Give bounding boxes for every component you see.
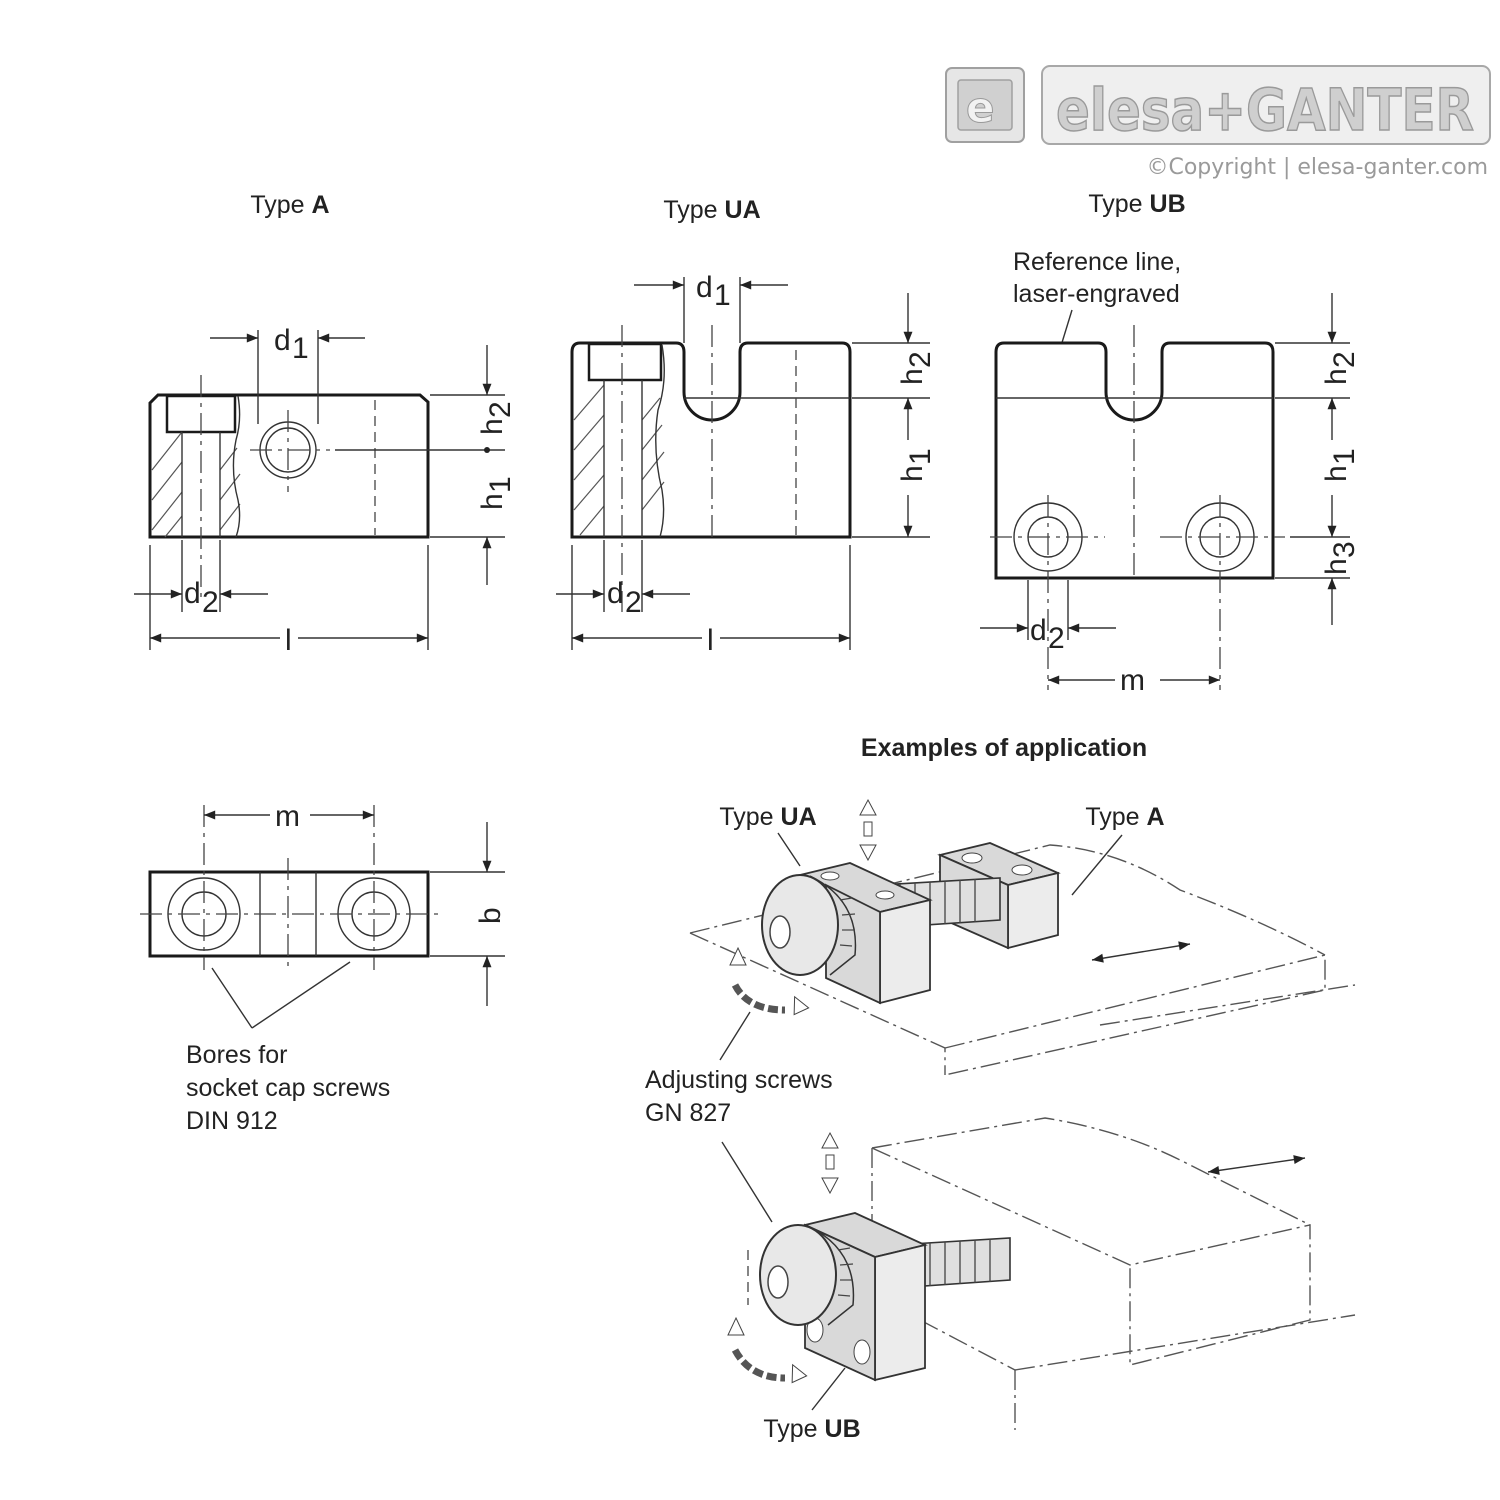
svg-text:1: 1: [484, 476, 517, 493]
reference-line-callout: Reference line,laser-engraved: [1013, 248, 1181, 308]
example-type-ub-label: Type UB: [763, 1415, 860, 1443]
svg-text:l: l: [285, 624, 292, 657]
svg-text:h: h: [1320, 368, 1353, 385]
svg-text:1: 1: [714, 279, 731, 312]
svg-text:h: h: [476, 418, 509, 435]
svg-text:1: 1: [292, 332, 309, 365]
svg-text:h: h: [1320, 465, 1353, 482]
svg-text:1: 1: [1328, 448, 1361, 465]
svg-text:2: 2: [484, 401, 517, 418]
svg-text:3: 3: [1328, 541, 1361, 558]
brand-name: elesa+GANTER: [1056, 76, 1474, 144]
svg-text:m: m: [275, 800, 300, 833]
svg-text:2: 2: [202, 586, 219, 619]
svg-text:d: d: [274, 324, 291, 357]
svg-text:1: 1: [904, 448, 937, 465]
svg-text:d: d: [696, 271, 713, 304]
type-ub-label: Type UB: [1088, 190, 1185, 218]
svg-text:m: m: [1120, 664, 1145, 697]
svg-text:d: d: [607, 577, 624, 610]
type-a-label: Type A: [250, 191, 329, 219]
example-type-a-label: Type A: [1085, 803, 1164, 831]
svg-text:e: e: [966, 83, 995, 132]
example-type-ua-label: Type UA: [719, 803, 816, 831]
type-ua-hatch: [573, 384, 665, 536]
svg-text:h: h: [476, 493, 509, 510]
type-ua-label: Type UA: [663, 196, 760, 224]
svg-text:h: h: [896, 465, 929, 482]
svg-text:h: h: [1320, 558, 1353, 575]
svg-text:2: 2: [1048, 622, 1065, 655]
brand-logo: e elesa+GANTER: [945, 65, 1491, 145]
svg-text:d: d: [184, 577, 201, 610]
svg-text:h: h: [896, 368, 929, 385]
svg-text:2: 2: [625, 586, 642, 619]
svg-text:b: b: [474, 907, 507, 924]
svg-text:2: 2: [1328, 351, 1361, 368]
svg-text:d: d: [1030, 614, 1047, 647]
examples-section: Examples of application Type UA Type A: [645, 734, 1356, 1443]
svg-text:2: 2: [904, 351, 937, 368]
svg-text:l: l: [707, 624, 714, 657]
copyright-text: ©Copyright | elesa-ganter.com: [1146, 155, 1488, 180]
examples-title: Examples of application: [861, 734, 1147, 762]
